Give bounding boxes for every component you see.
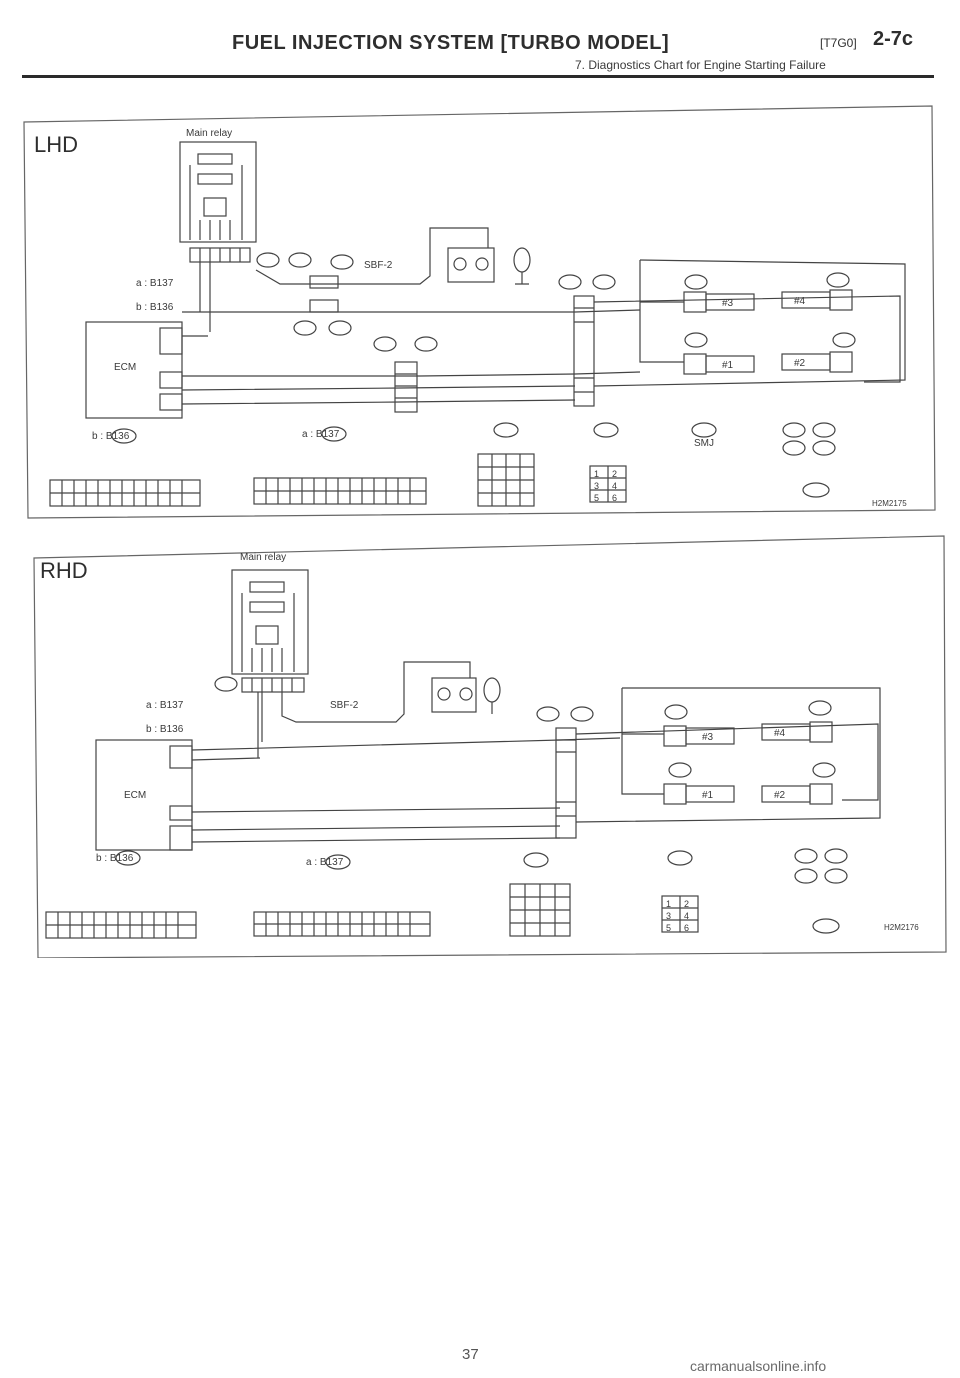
lhd-main-relay-label: Main relay (186, 128, 232, 139)
lhd-ecm (85, 321, 183, 419)
page-reference: 2-7c (873, 28, 914, 50)
lhd-injector-2-label: #2 (794, 358, 806, 369)
rhd-ecm (95, 739, 193, 851)
rhd-injector-1-label: #1 (702, 790, 714, 801)
lhd-fuse-label: SBF-2 (364, 260, 393, 271)
rhd-term-2: 2 (684, 899, 689, 909)
lhd-term-1: 1 (594, 469, 599, 479)
rhd-term-6: 6 (684, 923, 689, 933)
lhd-injector-1-label: #1 (722, 360, 734, 371)
lhd-term-4: 4 (612, 481, 617, 491)
rhd-diagram-svg: Main relay SBF-2 ECM #3 #4 #1 #2 a : B13… (33, 535, 947, 958)
rhd-wiring-diagram: Main relay SBF-2 ECM #3 #4 #1 #2 a : B13… (0, 528, 960, 958)
rhd-conn-a-label: a : B137 (146, 700, 184, 711)
rhd-figure-code: H2M2176 (884, 923, 919, 932)
rhd-main-relay (231, 569, 309, 675)
lhd-term-5: 5 (594, 493, 599, 503)
rhd-term-1: 1 (666, 899, 671, 909)
rhd-term-4: 4 (684, 911, 689, 921)
lhd-injector-2 (781, 353, 831, 371)
section-code: [T7G0] (820, 36, 857, 50)
rhd-injector-3 (685, 727, 735, 745)
lhd-injector-4 (781, 291, 831, 309)
lhd-injector-4-label: #4 (794, 296, 806, 307)
rhd-injector-3-label: #3 (702, 732, 714, 743)
lhd-smj-label: SMJ (694, 438, 714, 449)
rhd-conn-b-label: b : B136 (146, 724, 184, 735)
page-number: 37 (462, 1346, 479, 1363)
rhd-panel-border (33, 535, 947, 958)
footer-watermark: carmanualsonline.info (690, 1358, 827, 1374)
lhd-panel-border (23, 105, 936, 519)
rhd-relay-connector (241, 677, 305, 693)
lhd-panel-label: LHD (34, 132, 79, 157)
rhd-ecm-label: ECM (124, 790, 146, 801)
lhd-injector-1 (705, 355, 755, 373)
rhd-panel-label: RHD (40, 558, 88, 583)
rhd-injector-1 (685, 785, 735, 803)
lhd-figure-code: H2M2175 (872, 499, 907, 508)
lhd-diagram-svg: Main relay SBF-2 ECM SMJ #3 #4 #1 #2 a :… (23, 105, 936, 519)
rhd-injector-2-label: #2 (774, 790, 786, 801)
rhd-fuse-label: SBF-2 (330, 700, 359, 711)
lhd-wiring-diagram: Main relay SBF-2 ECM SMJ #3 #4 #1 #2 a :… (0, 100, 960, 520)
rhd-term-3: 3 (666, 911, 671, 921)
lhd-injector-3 (705, 293, 755, 311)
rhd-term-5: 5 (666, 923, 671, 933)
lhd-term-6: 6 (612, 493, 617, 503)
lhd-conn-b-label: b : B136 (136, 302, 174, 313)
lhd-term-2: 2 (612, 469, 617, 479)
rhd-main-relay-label: Main relay (240, 552, 286, 563)
rhd-injector-2 (761, 785, 811, 803)
rhd-conn-a-bottom: a : B137 (306, 857, 344, 868)
lhd-ecm-label: ECM (114, 362, 136, 373)
lhd-conn-a-label: a : B137 (136, 278, 174, 289)
lhd-main-relay (179, 141, 257, 243)
header-rule (22, 75, 934, 78)
page-subtitle: 7. Diagnostics Chart for Engine Starting… (575, 58, 826, 72)
lhd-conn-a-bottom: a : B137 (302, 429, 340, 440)
lhd-term-3: 3 (594, 481, 599, 491)
rhd-battery (431, 677, 477, 713)
lhd-battery (447, 247, 495, 283)
lhd-conn-b-bottom: b : B136 (92, 431, 130, 442)
page-title: FUEL INJECTION SYSTEM [TURBO MODEL] (232, 32, 670, 54)
rhd-conn-b-bottom: b : B136 (96, 853, 134, 864)
lhd-injector-3-label: #3 (722, 298, 734, 309)
rhd-injector-4-label: #4 (774, 728, 786, 739)
